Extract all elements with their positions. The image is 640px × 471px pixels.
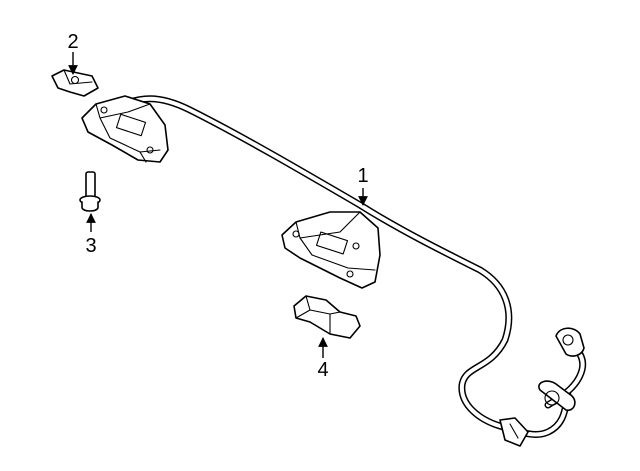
callout-3: 3 [85, 235, 96, 257]
callout-4: 4 [317, 359, 328, 381]
harness-connector-upper [555, 327, 585, 357]
center-license-lamp-housing [281, 211, 381, 289]
lamp-bulb [293, 295, 361, 339]
callout-1: 1 [357, 165, 368, 187]
clip-nut [51, 69, 99, 97]
callout-2: 2 [67, 31, 78, 53]
harness-connector-lower [499, 380, 576, 447]
bolt [79, 171, 101, 212]
left-license-lamp-housing [81, 95, 169, 163]
